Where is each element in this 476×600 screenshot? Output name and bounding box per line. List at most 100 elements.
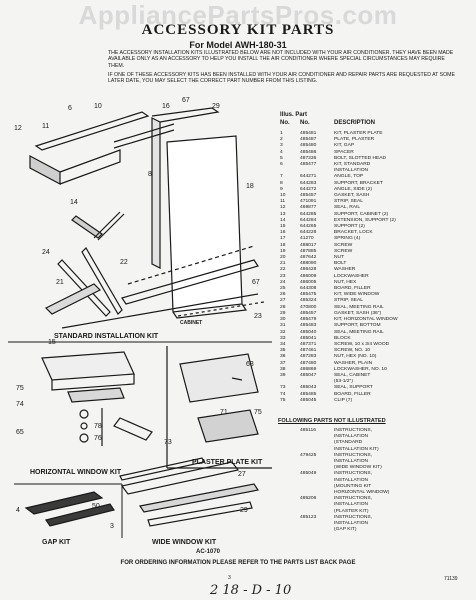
part-number: 485487: [300, 137, 317, 143]
part-description: (PLASTER KIT): [334, 508, 369, 514]
part-number: 487283: [300, 354, 317, 360]
part-number: 485206: [300, 496, 317, 502]
illus-no: 2: [280, 137, 283, 143]
illus-no: 36: [280, 354, 286, 360]
part-number: 469877: [300, 205, 317, 211]
illus-no: 12: [280, 205, 286, 211]
part-description: INSTALLATION: [334, 521, 369, 527]
illus-no: 19: [280, 248, 286, 254]
illus-no: 15: [280, 224, 286, 230]
part-number: 487336: [300, 155, 317, 161]
part-description: INSTALLATION: [334, 477, 369, 483]
part-number: 485483: [300, 323, 317, 329]
table-row: INSTALLATION: [280, 502, 472, 508]
svg-text:29: 29: [240, 507, 248, 514]
table-row: 12 469877 SEAL, RAIL: [280, 205, 472, 211]
label-plaster-kit: PLASTER PLATE KIT: [192, 459, 263, 466]
svg-text:78: 78: [94, 423, 102, 430]
label-wide-kit: WIDE WINDOW KIT: [152, 539, 217, 546]
col-description: DESCRIPTION: [334, 120, 376, 126]
part-number: [300, 527, 334, 533]
page-number: 3: [228, 575, 231, 581]
part-description: SPRING (4): [334, 236, 361, 242]
part-number: 485486: [300, 149, 317, 155]
illus-no: 27: [280, 298, 286, 304]
part-description: BOARD, FILLER: [334, 391, 371, 397]
part-description: SEAL, SUPPORT: [334, 385, 373, 391]
illus-no: 8: [280, 180, 283, 186]
illus-no: 7: [280, 174, 283, 180]
part-number: 485480: [300, 143, 317, 149]
part-description: INSTRUCTIONS,: [334, 496, 373, 502]
table-row: INSTALLATION: [280, 521, 472, 527]
illus-no: 25: [280, 286, 286, 292]
part-number: 485479: [300, 317, 317, 323]
illus-no: 18: [280, 242, 286, 248]
part-description: HORIZONTAL WINDOW): [334, 490, 390, 496]
part-description: SCREW: [334, 248, 353, 254]
svg-text:16: 16: [162, 103, 170, 110]
svg-text:67: 67: [182, 97, 190, 104]
illus-no: 3: [280, 143, 283, 149]
ordering-info: FOR ORDERING INFORMATION PLEASE REFER TO…: [120, 560, 356, 566]
handwritten-note: 2 18 - D - 10: [210, 583, 292, 598]
table-row: INSTALLATION: [280, 478, 472, 484]
illus-no: 11: [280, 199, 286, 205]
part-description: ANGLE, SIDE (2): [334, 186, 373, 192]
svg-text:21: 21: [56, 279, 64, 286]
part-number: 488017: [300, 242, 317, 248]
part-description: SEAL, MEETING RAIL: [334, 329, 384, 335]
illus-no: 20: [280, 255, 286, 261]
part-number: 486428: [300, 267, 317, 273]
part-description: STRIP, SEAL: [334, 199, 363, 205]
illus-no: 30: [280, 317, 286, 323]
illus-no: 26: [280, 292, 286, 298]
part-description: SEAL, RAIL: [334, 205, 361, 211]
part-number: 485477: [300, 162, 317, 168]
part-description: (WIDE WINDOW KIT): [334, 465, 382, 471]
illus-no: 21: [280, 261, 286, 267]
part-number: 644228: [300, 230, 317, 236]
table-row: 485206 INSTRUCTIONS,: [280, 496, 472, 502]
part-number: 486009: [300, 273, 317, 279]
part-number: 485049: [300, 471, 317, 477]
svg-text:65: 65: [16, 429, 24, 436]
label-standard-kit: STANDARD INSTALLATION KIT: [54, 333, 159, 340]
part-description: SEAL, MEETING RAIL: [334, 304, 384, 310]
illus-no: 75: [280, 397, 286, 403]
svg-text:23: 23: [254, 313, 262, 320]
label-cabinet: CABINET: [180, 320, 202, 326]
part-description: SCREW, NO. 10: [334, 348, 371, 354]
part-number: 487371: [300, 341, 317, 347]
table-row: (WIDE WINDOW KIT): [280, 465, 472, 471]
col-illus-no: No.: [280, 120, 290, 126]
illus-no: 9: [280, 186, 283, 192]
part-description: STRIP, SEAL: [334, 298, 363, 304]
part-number: 644284: [300, 217, 317, 223]
illus-no: 5: [280, 155, 283, 161]
part-number: 485485: [300, 391, 317, 397]
part-description: KIT, STANDARD: [334, 162, 371, 168]
part-description: ANGLE, TOP: [334, 174, 364, 180]
parts-table-header: Illus. Part No. No. DESCRIPTION: [280, 112, 472, 126]
part-number: 485043: [300, 385, 317, 391]
illus-no: 6: [280, 162, 283, 168]
part-description: (STANDARD: [334, 440, 363, 446]
part-number: 485457: [300, 193, 317, 199]
